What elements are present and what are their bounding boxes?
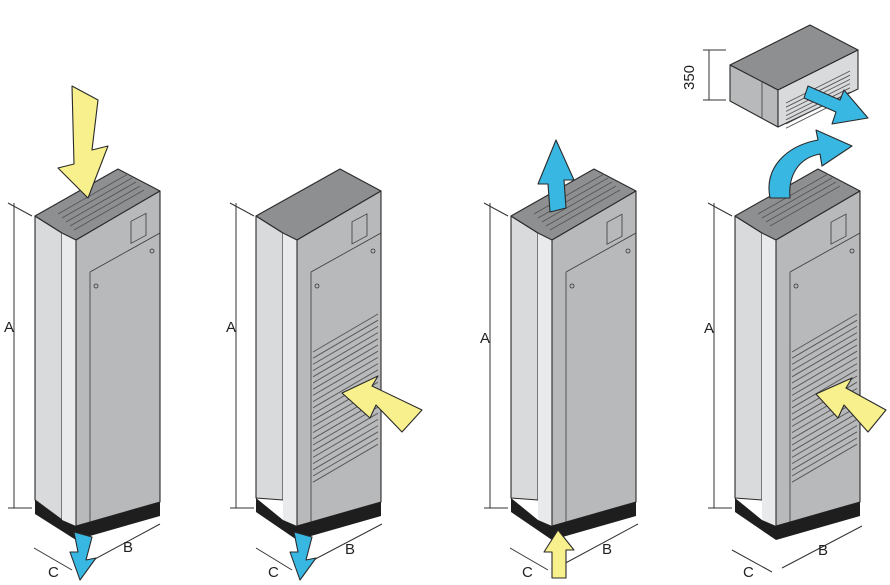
dimension-lines-3 (483, 202, 639, 571)
louver-slat (791, 332, 858, 371)
plenum-height-label: 350 (681, 65, 698, 90)
dimension-label-a: A (4, 319, 14, 336)
louver-slat (791, 412, 858, 452)
louver-slat (312, 443, 379, 483)
louver-slat (312, 350, 379, 390)
dimension-label-c: C (743, 564, 754, 581)
louver-slat (312, 425, 379, 464)
dimension-label-c: C (48, 564, 59, 581)
airflow-intake-arrow-top (57, 85, 109, 199)
dimension-label-b: B (345, 541, 355, 558)
cabinet-body-1 (34, 168, 161, 540)
louver-slat (791, 313, 858, 353)
louver-slat (312, 437, 379, 477)
louver-slat (791, 406, 858, 446)
discharge-plenum: 350 (681, 24, 869, 129)
louver-slat (312, 357, 379, 396)
louver-slat (791, 357, 858, 396)
louver-slat (791, 363, 858, 402)
louver-slat (791, 369, 858, 409)
dimension-label-b: B (123, 539, 133, 556)
louver-slat (791, 437, 858, 477)
louver-slat (791, 319, 858, 359)
louver-slat (791, 338, 858, 378)
louver-slat (791, 443, 858, 483)
dimension-label-a: A (226, 319, 236, 336)
louver-slat (312, 326, 379, 365)
cabinet-unit-4: A B C (704, 129, 887, 581)
louver-slat (791, 419, 858, 458)
dimension-label-a: A (480, 330, 490, 347)
cabinet-unit-3: A B C (480, 139, 639, 581)
cabinet-body-3 (510, 168, 637, 540)
louver-slat (785, 91, 851, 125)
airflow-discharge-arrow-bottom (289, 531, 317, 581)
louver-slat (312, 419, 379, 458)
louver-slat (785, 70, 851, 104)
dimension-lines-4 (707, 202, 863, 573)
dimension-label-b: B (818, 542, 828, 559)
airflow-intake-arrow-front (815, 377, 887, 433)
dimension-label-b: B (602, 541, 612, 558)
airflow-intake-arrow-front (341, 375, 423, 433)
cabinet-body-2 (255, 168, 382, 540)
dimension-label-c: C (268, 564, 279, 581)
cabinet-unit-2: A B C (226, 168, 423, 581)
louver-slat (312, 344, 379, 384)
cabinet-unit-1: A B C (4, 85, 161, 581)
louver-slat (312, 338, 379, 378)
airflow-discharge-arrow-top (537, 139, 575, 213)
louver-slat (312, 332, 379, 371)
airflow-intake-arrow-bottom (543, 529, 575, 579)
airflow-discharge-arrow-curved (768, 129, 853, 199)
cabinet-body-4 (734, 168, 861, 540)
louver-slat (312, 313, 379, 353)
louver-slat (312, 319, 379, 359)
louver-slat (791, 344, 858, 384)
front-louver-4 (791, 313, 858, 483)
louver-slat (312, 363, 379, 402)
airflow-discharge-arrow-plenum (803, 85, 869, 125)
airflow-discharge-arrow-bottom (69, 531, 97, 581)
louver-slat (791, 350, 858, 390)
dimension-label-c: C (522, 564, 533, 581)
louver-slat (791, 431, 858, 471)
dimension-label-a: A (704, 320, 714, 337)
louver-slat (791, 425, 858, 464)
louver-slat (312, 412, 379, 452)
louver-slat (312, 369, 379, 409)
louver-slat (791, 326, 858, 365)
louver-slat (312, 431, 379, 471)
